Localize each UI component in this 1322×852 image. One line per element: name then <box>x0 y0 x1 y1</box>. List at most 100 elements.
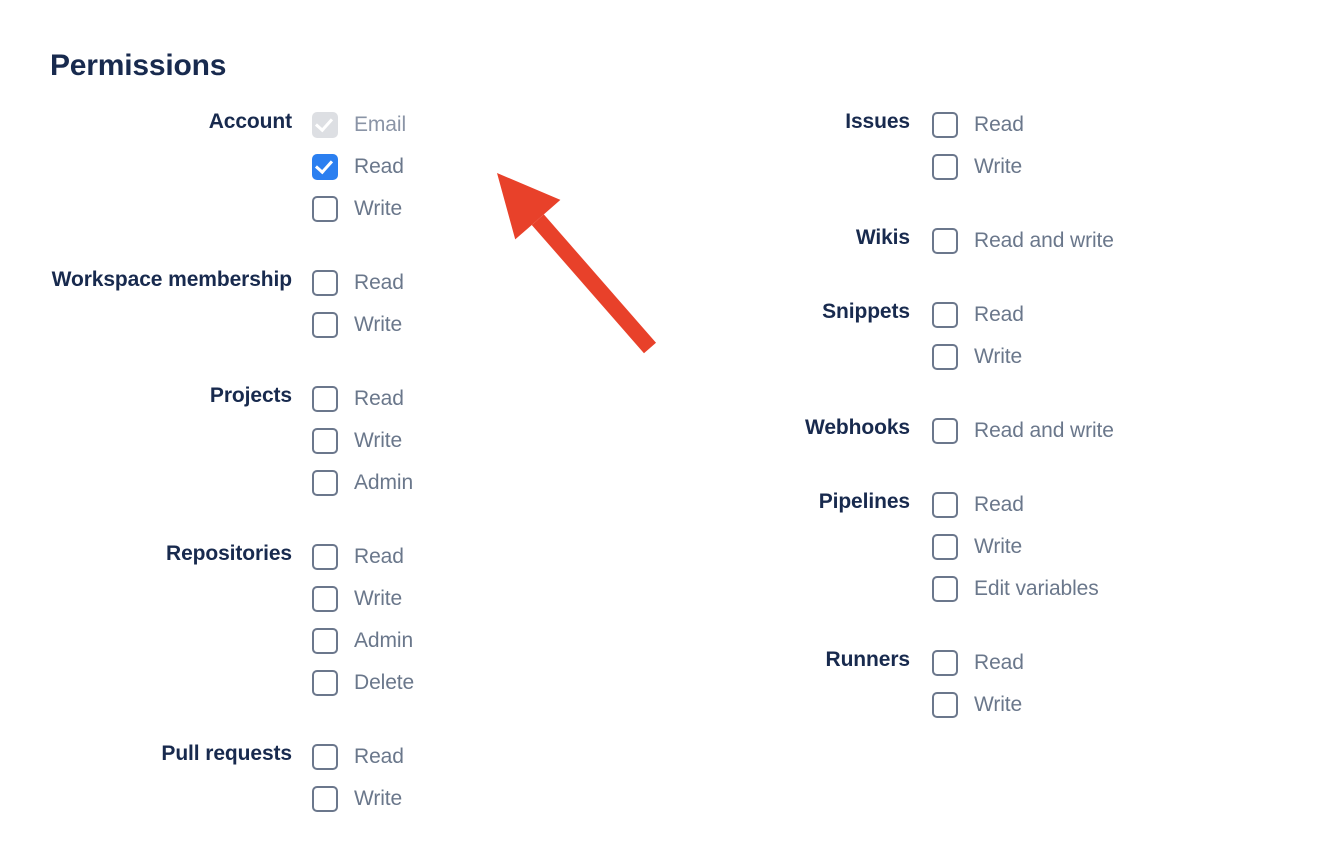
permission-option[interactable]: Edit variables <box>932 568 1099 610</box>
permission-group-label: Runners <box>825 648 911 671</box>
permission-option[interactable]: Read <box>932 104 1024 146</box>
permission-option[interactable]: Delete <box>312 662 414 704</box>
permission-group-label: Workspace membership <box>51 268 292 291</box>
permission-group-label: Projects <box>209 384 292 407</box>
page-title: Permissions <box>50 49 227 82</box>
permission-group-label: Issues <box>845 110 910 133</box>
projects-write-checkbox[interactable] <box>312 428 338 454</box>
permission-option-label: Admin <box>354 629 414 652</box>
permission-option[interactable]: Write <box>932 684 1024 726</box>
repositories-admin-checkbox[interactable] <box>312 628 338 654</box>
issues-read-checkbox[interactable] <box>932 112 958 138</box>
runners-read-checkbox[interactable] <box>932 650 958 676</box>
permission-option[interactable]: Write <box>932 336 1024 378</box>
permission-option-label: Write <box>354 313 403 336</box>
permission-option-label: Read <box>974 303 1024 326</box>
permission-group-label: Snippets <box>822 300 910 323</box>
permission-option-label: Write <box>974 693 1023 716</box>
permission-group-label: Webhooks <box>805 416 910 439</box>
permission-option[interactable]: Read and write <box>932 220 1114 262</box>
permission-option-label: Edit variables <box>974 577 1099 600</box>
repositories-delete-checkbox[interactable] <box>312 670 338 696</box>
permission-option[interactable]: Read <box>932 484 1099 526</box>
permission-option[interactable]: Read and write <box>932 410 1114 452</box>
permission-option[interactable]: Write <box>932 146 1024 188</box>
permission-group-label: Pull requests <box>161 742 292 765</box>
checkmark-icon <box>314 113 334 133</box>
account-write-checkbox[interactable] <box>312 196 338 222</box>
permission-option-label: Delete <box>354 671 415 694</box>
permission-option[interactable]: Write <box>932 526 1099 568</box>
workspace-membership-read-checkbox[interactable] <box>312 270 338 296</box>
pipelines-edit-variables-checkbox[interactable] <box>932 576 958 602</box>
permission-option[interactable]: Read <box>932 642 1024 684</box>
permission-option-label: Read <box>974 651 1024 674</box>
permission-option[interactable]: Write <box>312 778 404 820</box>
permission-option-label: Write <box>974 345 1023 368</box>
permission-option-label: Write <box>354 429 403 452</box>
permission-option-label: Email <box>354 113 407 136</box>
permission-option[interactable]: Write <box>312 188 406 230</box>
permission-option[interactable]: Read <box>932 294 1024 336</box>
runners-write-checkbox[interactable] <box>932 692 958 718</box>
wikis-read-and-write-checkbox[interactable] <box>932 228 958 254</box>
permission-option[interactable]: Read <box>312 262 404 304</box>
permission-option[interactable]: Read <box>312 536 414 578</box>
permission-group-label: Repositories <box>166 542 292 565</box>
permission-option-label: Read <box>974 493 1024 516</box>
snippets-write-checkbox[interactable] <box>932 344 958 370</box>
issues-write-checkbox[interactable] <box>932 154 958 180</box>
permission-option-label: Read <box>354 155 404 178</box>
permission-group-label: Pipelines <box>818 490 910 513</box>
account-read-checkbox[interactable] <box>312 154 338 180</box>
repositories-read-checkbox[interactable] <box>312 544 338 570</box>
pipelines-write-checkbox[interactable] <box>932 534 958 560</box>
projects-read-checkbox[interactable] <box>312 386 338 412</box>
account-email-checkbox <box>312 112 338 138</box>
permission-option[interactable]: Read <box>312 736 404 778</box>
permission-option-label: Read <box>354 545 404 568</box>
projects-admin-checkbox[interactable] <box>312 470 338 496</box>
permission-option-label: Write <box>974 535 1023 558</box>
permission-option-label: Read and write <box>974 419 1114 442</box>
permission-option-label: Write <box>354 787 403 810</box>
permission-option[interactable]: Admin <box>312 462 413 504</box>
permission-option[interactable]: Write <box>312 420 413 462</box>
permission-option-label: Write <box>354 587 403 610</box>
permission-option[interactable]: Admin <box>312 620 414 662</box>
permission-option-list: Read and write <box>932 410 1114 452</box>
snippets-read-checkbox[interactable] <box>932 302 958 328</box>
webhooks-read-and-write-checkbox[interactable] <box>932 418 958 444</box>
permission-option-label: Read <box>354 387 404 410</box>
repositories-write-checkbox[interactable] <box>312 586 338 612</box>
pull-requests-write-checkbox[interactable] <box>312 786 338 812</box>
permission-option-label: Write <box>354 197 403 220</box>
permission-option[interactable]: Write <box>312 578 414 620</box>
permission-option[interactable]: Write <box>312 304 404 346</box>
permission-group: Webhooks Read and write <box>660 410 1322 452</box>
permission-option-label: Write <box>974 155 1023 178</box>
permission-option[interactable]: Read <box>312 146 406 188</box>
permission-option[interactable]: Read <box>312 378 413 420</box>
workspace-membership-write-checkbox[interactable] <box>312 312 338 338</box>
pull-requests-read-checkbox[interactable] <box>312 744 338 770</box>
pipelines-read-checkbox[interactable] <box>932 492 958 518</box>
